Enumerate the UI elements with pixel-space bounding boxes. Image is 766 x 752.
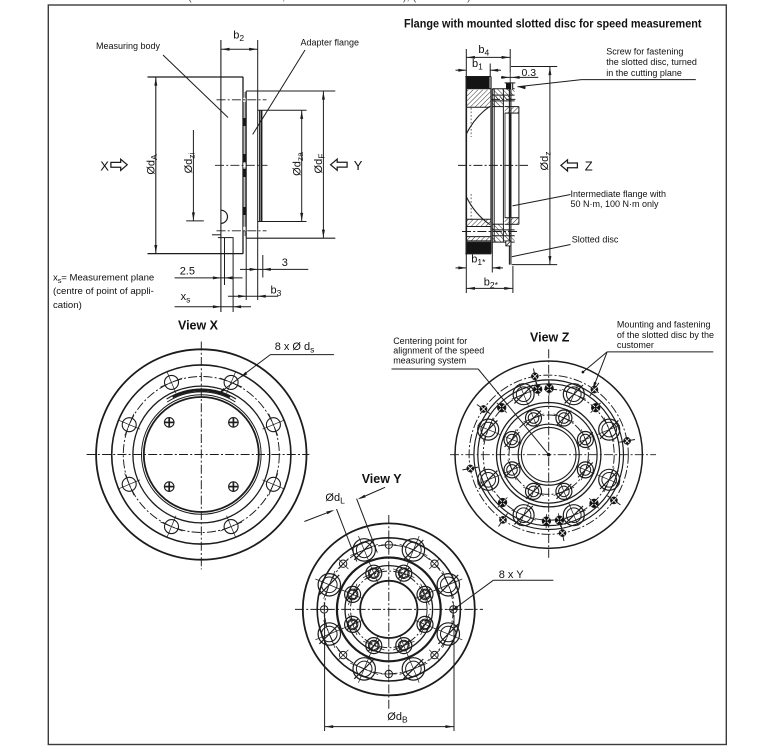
svg-text:Ødzi: Ødzi [183, 152, 197, 173]
svg-text:0.3: 0.3 [522, 67, 537, 79]
svg-text:b1*: b1* [471, 254, 486, 268]
svg-text:Screw for fastening: Screw for fastening [606, 46, 683, 56]
svg-text:b2*: b2* [484, 277, 499, 291]
svg-text:Intermediate flange with: Intermediate flange with [571, 189, 667, 199]
svg-text:ØdF: ØdF [313, 154, 327, 174]
svg-text:8 x Y: 8 x Y [499, 569, 525, 581]
svg-text:= Measurement plane: = Measurement plane [61, 273, 154, 284]
svg-text:alignment of the speed: alignment of the speed [393, 346, 484, 356]
svg-text:ØdA: ØdA [145, 154, 159, 175]
svg-text:8 x Ø ds: 8 x Ø ds [275, 341, 315, 355]
svg-text:the slotted disc, turned: the slotted disc, turned [606, 57, 697, 67]
svg-text:Centering point for: Centering point for [393, 336, 467, 346]
svg-text:customer: customer [617, 340, 654, 350]
svg-text:(Dimensions in mm; 1 mm = 0.03: (Dimensions in mm; 1 mm = 0.03937 inches… [188, 0, 471, 3]
svg-text:ØdB: ØdB [387, 711, 408, 725]
svg-text:3: 3 [282, 257, 288, 269]
svg-text:Flange with mounted slotted di: Flange with mounted slotted disc for spe… [404, 18, 702, 30]
svg-text:Z: Z [585, 159, 593, 174]
svg-text:cation): cation) [53, 300, 82, 311]
svg-text:2.5: 2.5 [180, 265, 195, 277]
svg-text:View Y: View Y [362, 472, 403, 486]
svg-text:Ødz: Ødz [539, 152, 553, 171]
svg-text:View X: View X [178, 319, 219, 333]
svg-text:50 N·m, 100 N·m only: 50 N·m, 100 N·m only [571, 199, 660, 209]
svg-text:measuring system: measuring system [393, 356, 466, 366]
svg-text:xs: xs [181, 291, 191, 305]
svg-text:of the slotted disc by the: of the slotted disc by the [617, 330, 714, 340]
svg-text:b3: b3 [271, 285, 282, 299]
svg-text:Mounting and fastening: Mounting and fastening [617, 320, 711, 330]
svg-text:b2: b2 [233, 30, 244, 44]
svg-text:Adapter flange: Adapter flange [301, 38, 360, 48]
svg-text:ØdL: ØdL [325, 492, 345, 506]
svg-text:Y: Y [354, 158, 363, 173]
svg-text:Ødza: Ødza [291, 152, 305, 176]
svg-text:b1: b1 [472, 58, 483, 72]
svg-text:(centre of point of appli-: (centre of point of appli- [53, 286, 154, 297]
svg-text:View Z: View Z [530, 330, 570, 344]
svg-text:X: X [100, 158, 109, 173]
svg-text:Slotted disc: Slotted disc [572, 235, 619, 245]
svg-text:Measuring body: Measuring body [96, 41, 161, 51]
svg-text:in the cutting plane: in the cutting plane [606, 68, 682, 78]
svg-text:b4: b4 [478, 44, 489, 58]
svg-text:xs: xs [53, 273, 62, 286]
